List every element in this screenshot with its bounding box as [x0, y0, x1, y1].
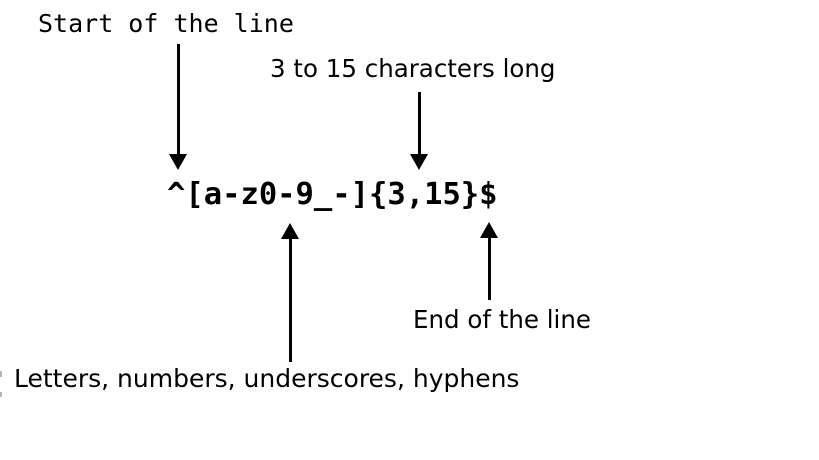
arrow-shaft: [487, 238, 491, 300]
arrow-head-down-icon: [169, 154, 187, 170]
quantifier-label: 3 to 15 characters long: [270, 54, 556, 83]
character-class-arrow: [281, 223, 299, 362]
end-anchor-arrow: [480, 222, 498, 300]
quantifier-arrow: [410, 92, 428, 170]
arrow-shaft: [176, 44, 180, 154]
edge-artifact: [0, 392, 2, 397]
start-anchor-arrow: [169, 44, 187, 170]
arrow-head-up-icon: [480, 222, 498, 238]
arrow-head-up-icon: [281, 223, 299, 239]
arrow-head-down-icon: [410, 154, 428, 170]
end-anchor-label: End of the line: [413, 305, 591, 334]
arrow-shaft: [288, 239, 292, 362]
arrow-shaft: [417, 92, 421, 154]
start-anchor-label: Start of the line: [38, 9, 294, 38]
regex-pattern: ^[a-z0-9_-]{3,15}$: [167, 177, 498, 212]
character-class-label: Letters, numbers, underscores, hyphens: [14, 364, 520, 393]
edge-artifact: [0, 371, 2, 377]
